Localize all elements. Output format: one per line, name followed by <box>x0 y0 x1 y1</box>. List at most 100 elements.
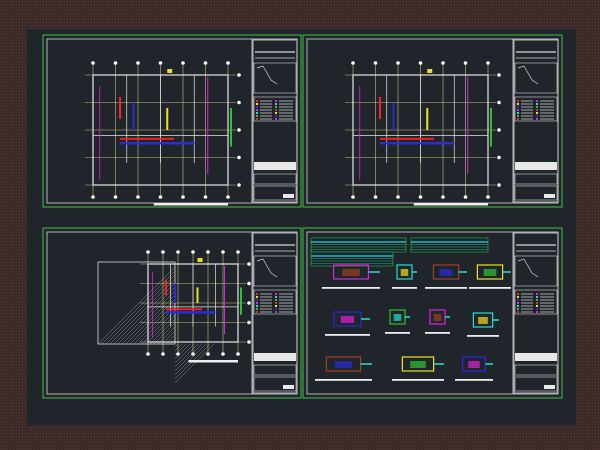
detail-title-bar <box>467 335 499 337</box>
detail-fill <box>483 269 497 276</box>
legend-swatch <box>517 311 519 313</box>
grid-bubble <box>236 250 240 254</box>
grid-bubble <box>373 61 378 65</box>
drawing-title-bar <box>188 360 238 363</box>
hatch-line <box>97 266 176 345</box>
legend-swatch <box>256 109 258 111</box>
drawing-sheet-1[interactable] <box>42 34 302 208</box>
hatch-line <box>174 343 179 348</box>
hatch-line <box>174 343 183 352</box>
legend-swatch <box>517 103 519 105</box>
grid-bubble <box>206 352 210 356</box>
detail-fill <box>340 316 355 323</box>
grid-bubble <box>203 195 208 199</box>
schedule-table <box>410 237 489 253</box>
key-plan <box>514 255 558 287</box>
legend-swatch <box>275 103 277 105</box>
drawing-sheet-3[interactable] <box>42 227 302 399</box>
legend-swatch <box>536 112 538 114</box>
title-stamp <box>515 353 557 361</box>
legend-swatch <box>275 302 277 304</box>
legend-swatch <box>256 311 258 313</box>
grid-bubble <box>161 352 165 356</box>
legend-swatch <box>256 305 258 307</box>
grid-bubble <box>176 250 180 254</box>
legend-swatch <box>256 302 258 304</box>
grid-bubble <box>486 61 490 65</box>
grid-bubble <box>351 61 355 65</box>
equipment <box>230 108 232 147</box>
grid-bubble <box>161 250 165 254</box>
equipment <box>490 108 492 147</box>
grid-bubble <box>497 155 501 160</box>
legend-swatch <box>517 305 519 307</box>
grid-bubble <box>247 281 251 286</box>
title-cell <box>253 376 297 392</box>
detail-title-bar <box>322 287 380 289</box>
hatch-line <box>174 343 203 372</box>
hatch-line <box>109 278 176 345</box>
schedule-table <box>310 237 407 253</box>
drawing-title-bar <box>153 203 228 206</box>
detail-title-bar <box>385 332 410 334</box>
legend-swatch <box>275 112 277 114</box>
detail-fill <box>393 314 402 321</box>
grid-bubble <box>351 195 355 199</box>
legend-swatch <box>536 302 538 304</box>
grid-bubble <box>113 61 118 65</box>
legend-swatch <box>275 100 277 102</box>
grid-bubble <box>396 61 400 65</box>
sheet-number <box>283 385 294 389</box>
detail-title-bar <box>392 379 444 381</box>
title-cell <box>514 364 558 376</box>
grid-bubble <box>191 250 195 254</box>
sheet-number <box>544 385 555 389</box>
grid-bubble <box>146 352 150 356</box>
drawing-title-bar <box>413 203 488 206</box>
detail-fill <box>433 314 442 321</box>
grid-bubble <box>113 195 118 199</box>
grid-bubble <box>181 195 185 199</box>
title-cell <box>253 364 297 376</box>
title-block <box>252 39 298 203</box>
detail-title-bar <box>392 287 417 289</box>
equipment <box>167 69 173 73</box>
hatch-line <box>174 343 195 364</box>
grid-bubble <box>91 195 95 199</box>
detail-fill <box>439 269 453 276</box>
grid-bubble <box>176 352 180 356</box>
sheet-number <box>544 194 555 198</box>
legend-swatch <box>536 109 538 111</box>
legend-swatch <box>517 118 519 120</box>
legend-swatch <box>536 308 538 310</box>
detail-fill <box>478 317 488 324</box>
grid-bubble <box>247 262 251 266</box>
legend-swatch <box>536 299 538 301</box>
title-stamp <box>254 353 296 361</box>
key-plan <box>253 255 297 287</box>
legend-swatch <box>275 109 277 111</box>
grid-bubble <box>203 61 208 65</box>
legend-swatch <box>256 296 258 298</box>
detail-fill <box>334 361 353 368</box>
legend-swatch <box>517 100 519 102</box>
hatch-line <box>174 343 199 368</box>
legend-swatch <box>517 296 519 298</box>
legend-swatch <box>517 293 519 295</box>
hatch-line <box>174 343 187 356</box>
legend-swatch <box>256 106 258 108</box>
legend-swatch <box>517 106 519 108</box>
title-cell <box>514 376 558 392</box>
grid-bubble <box>236 352 240 356</box>
schedule-table <box>310 251 394 267</box>
sheet-number <box>283 194 294 198</box>
drawing-sheet-2[interactable] <box>302 34 563 208</box>
grid-bubble <box>237 100 241 105</box>
equipment <box>197 258 203 262</box>
key-plan <box>253 62 297 94</box>
legend-swatch <box>536 311 538 313</box>
legend-swatch <box>536 106 538 108</box>
drawing-sheet-4[interactable] <box>302 227 563 399</box>
grid-bubble <box>181 61 185 65</box>
